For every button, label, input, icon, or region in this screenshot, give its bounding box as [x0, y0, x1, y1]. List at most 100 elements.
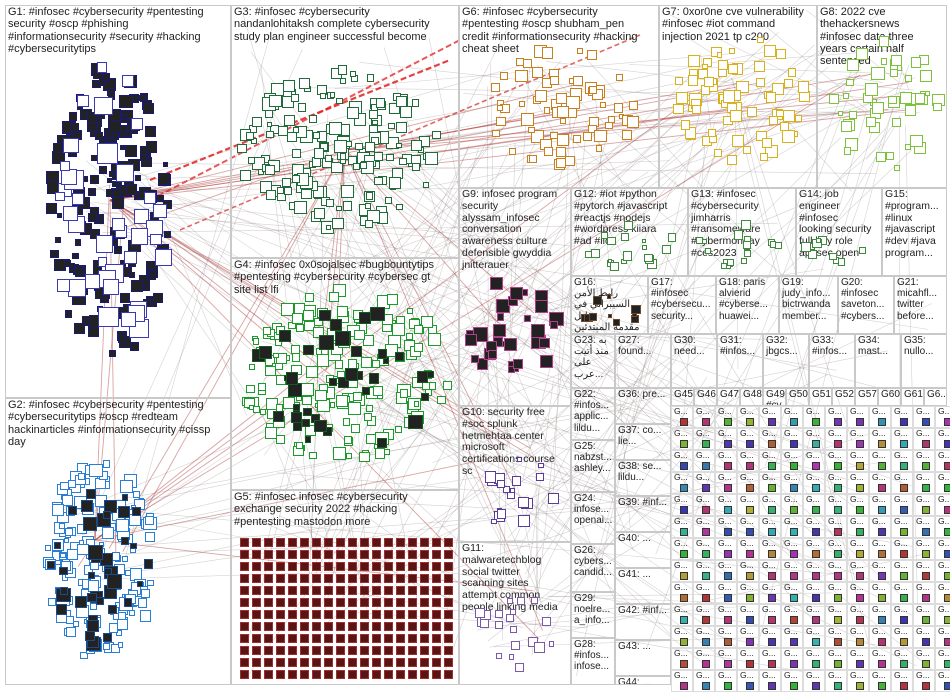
node[interactable]: [300, 586, 309, 595]
node[interactable]: [276, 435, 285, 444]
node[interactable]: [444, 598, 453, 607]
tiny-group-cell[interactable]: G...: [935, 582, 950, 604]
small-group-cell[interactable]: G57: ...: [855, 388, 878, 406]
node[interactable]: [834, 484, 842, 492]
tiny-group-cell[interactable]: G...: [759, 428, 781, 450]
node[interactable]: [510, 626, 517, 633]
tiny-group-cell[interactable]: G...: [737, 626, 759, 648]
group-g12[interactable]: G12: #iot #python #pytorch #javascript #…: [571, 188, 688, 276]
node[interactable]: [336, 206, 342, 212]
node[interactable]: [629, 101, 639, 111]
node[interactable]: [732, 135, 744, 147]
node[interactable]: [286, 372, 299, 385]
node[interactable]: [336, 670, 345, 679]
node[interactable]: [408, 538, 417, 547]
node[interactable]: [702, 506, 710, 514]
node[interactable]: [253, 338, 260, 345]
node[interactable]: [723, 90, 736, 103]
tiny-group-cell[interactable]: G...: [869, 582, 891, 604]
node[interactable]: [754, 61, 765, 72]
node[interactable]: [922, 528, 930, 536]
node[interactable]: [288, 574, 297, 583]
node[interactable]: [252, 586, 261, 595]
node[interactable]: [856, 440, 864, 448]
node[interactable]: [240, 670, 249, 679]
node[interactable]: [284, 187, 292, 195]
group-g26[interactable]: G26: cybers... candid...: [571, 544, 615, 592]
group-g22[interactable]: G22: #infos... applic... lildu...: [571, 388, 615, 440]
node[interactable]: [812, 506, 820, 514]
node[interactable]: [64, 260, 72, 268]
node[interactable]: [153, 204, 167, 218]
tiny-group-cell[interactable]: G...: [913, 494, 935, 516]
tiny-group-cell[interactable]: G...: [803, 604, 825, 626]
node[interactable]: [372, 538, 381, 547]
node[interactable]: [384, 538, 393, 547]
node[interactable]: [309, 115, 317, 123]
small-group-cell[interactable]: G45: ...: [671, 388, 694, 406]
node[interactable]: [385, 197, 392, 204]
node[interactable]: [302, 396, 311, 405]
node[interactable]: [240, 538, 249, 547]
node[interactable]: [276, 646, 285, 655]
node[interactable]: [384, 586, 393, 595]
node[interactable]: [333, 447, 346, 460]
node[interactable]: [856, 550, 864, 558]
node[interactable]: [303, 310, 315, 322]
node[interactable]: [838, 258, 846, 266]
node[interactable]: [856, 616, 864, 624]
tiny-group-cell[interactable]: G...: [759, 604, 781, 626]
node[interactable]: [112, 197, 124, 209]
group-g21[interactable]: G21: micahfl... twitter before...: [894, 276, 947, 334]
node[interactable]: [681, 120, 691, 130]
node[interactable]: [834, 418, 842, 426]
node[interactable]: [878, 616, 886, 624]
node[interactable]: [312, 562, 321, 571]
node[interactable]: [312, 646, 321, 655]
node[interactable]: [287, 132, 297, 142]
node[interactable]: [50, 250, 59, 259]
tiny-group-cell[interactable]: G...: [847, 406, 869, 428]
node[interactable]: [240, 634, 249, 643]
tiny-group-cell[interactable]: G...: [847, 604, 869, 626]
node[interactable]: [252, 574, 261, 583]
node[interactable]: [144, 192, 156, 204]
node[interactable]: [717, 52, 723, 58]
group-g19[interactable]: G19: judy_info... bictrwanda member...: [779, 276, 838, 334]
node[interactable]: [776, 49, 786, 59]
node[interactable]: [675, 77, 683, 85]
small-group-cell[interactable]: G37: co... lie...: [615, 424, 671, 460]
node[interactable]: [741, 258, 747, 264]
node[interactable]: [702, 572, 710, 580]
node[interactable]: [523, 59, 532, 68]
node[interactable]: [336, 98, 342, 104]
node[interactable]: [360, 598, 369, 607]
node[interactable]: [865, 83, 878, 96]
node[interactable]: [278, 126, 288, 136]
node[interactable]: [878, 660, 886, 668]
node[interactable]: [288, 586, 297, 595]
node[interactable]: [88, 572, 95, 579]
node[interactable]: [269, 95, 282, 108]
node[interactable]: [900, 484, 908, 492]
node[interactable]: [746, 682, 754, 690]
node[interactable]: [47, 561, 55, 569]
small-group-cell[interactable]: G32: jbgcs...: [763, 334, 809, 388]
tiny-group-cell[interactable]: G...: [935, 626, 950, 648]
node[interactable]: [360, 562, 369, 571]
node[interactable]: [74, 323, 85, 334]
node[interactable]: [688, 55, 700, 67]
tiny-group-cell[interactable]: G...: [737, 450, 759, 472]
small-group-cell[interactable]: G40: ...: [615, 532, 671, 568]
node[interactable]: [838, 111, 844, 117]
node[interactable]: [768, 594, 776, 602]
node[interactable]: [414, 325, 423, 334]
node[interactable]: [724, 528, 732, 536]
node[interactable]: [365, 220, 373, 228]
node[interactable]: [326, 199, 334, 207]
node[interactable]: [120, 293, 130, 303]
node[interactable]: [702, 660, 710, 668]
node[interactable]: [834, 440, 842, 448]
node[interactable]: [768, 440, 776, 448]
group-g15[interactable]: G15: #program... #linux #javascript #dev…: [882, 188, 947, 276]
